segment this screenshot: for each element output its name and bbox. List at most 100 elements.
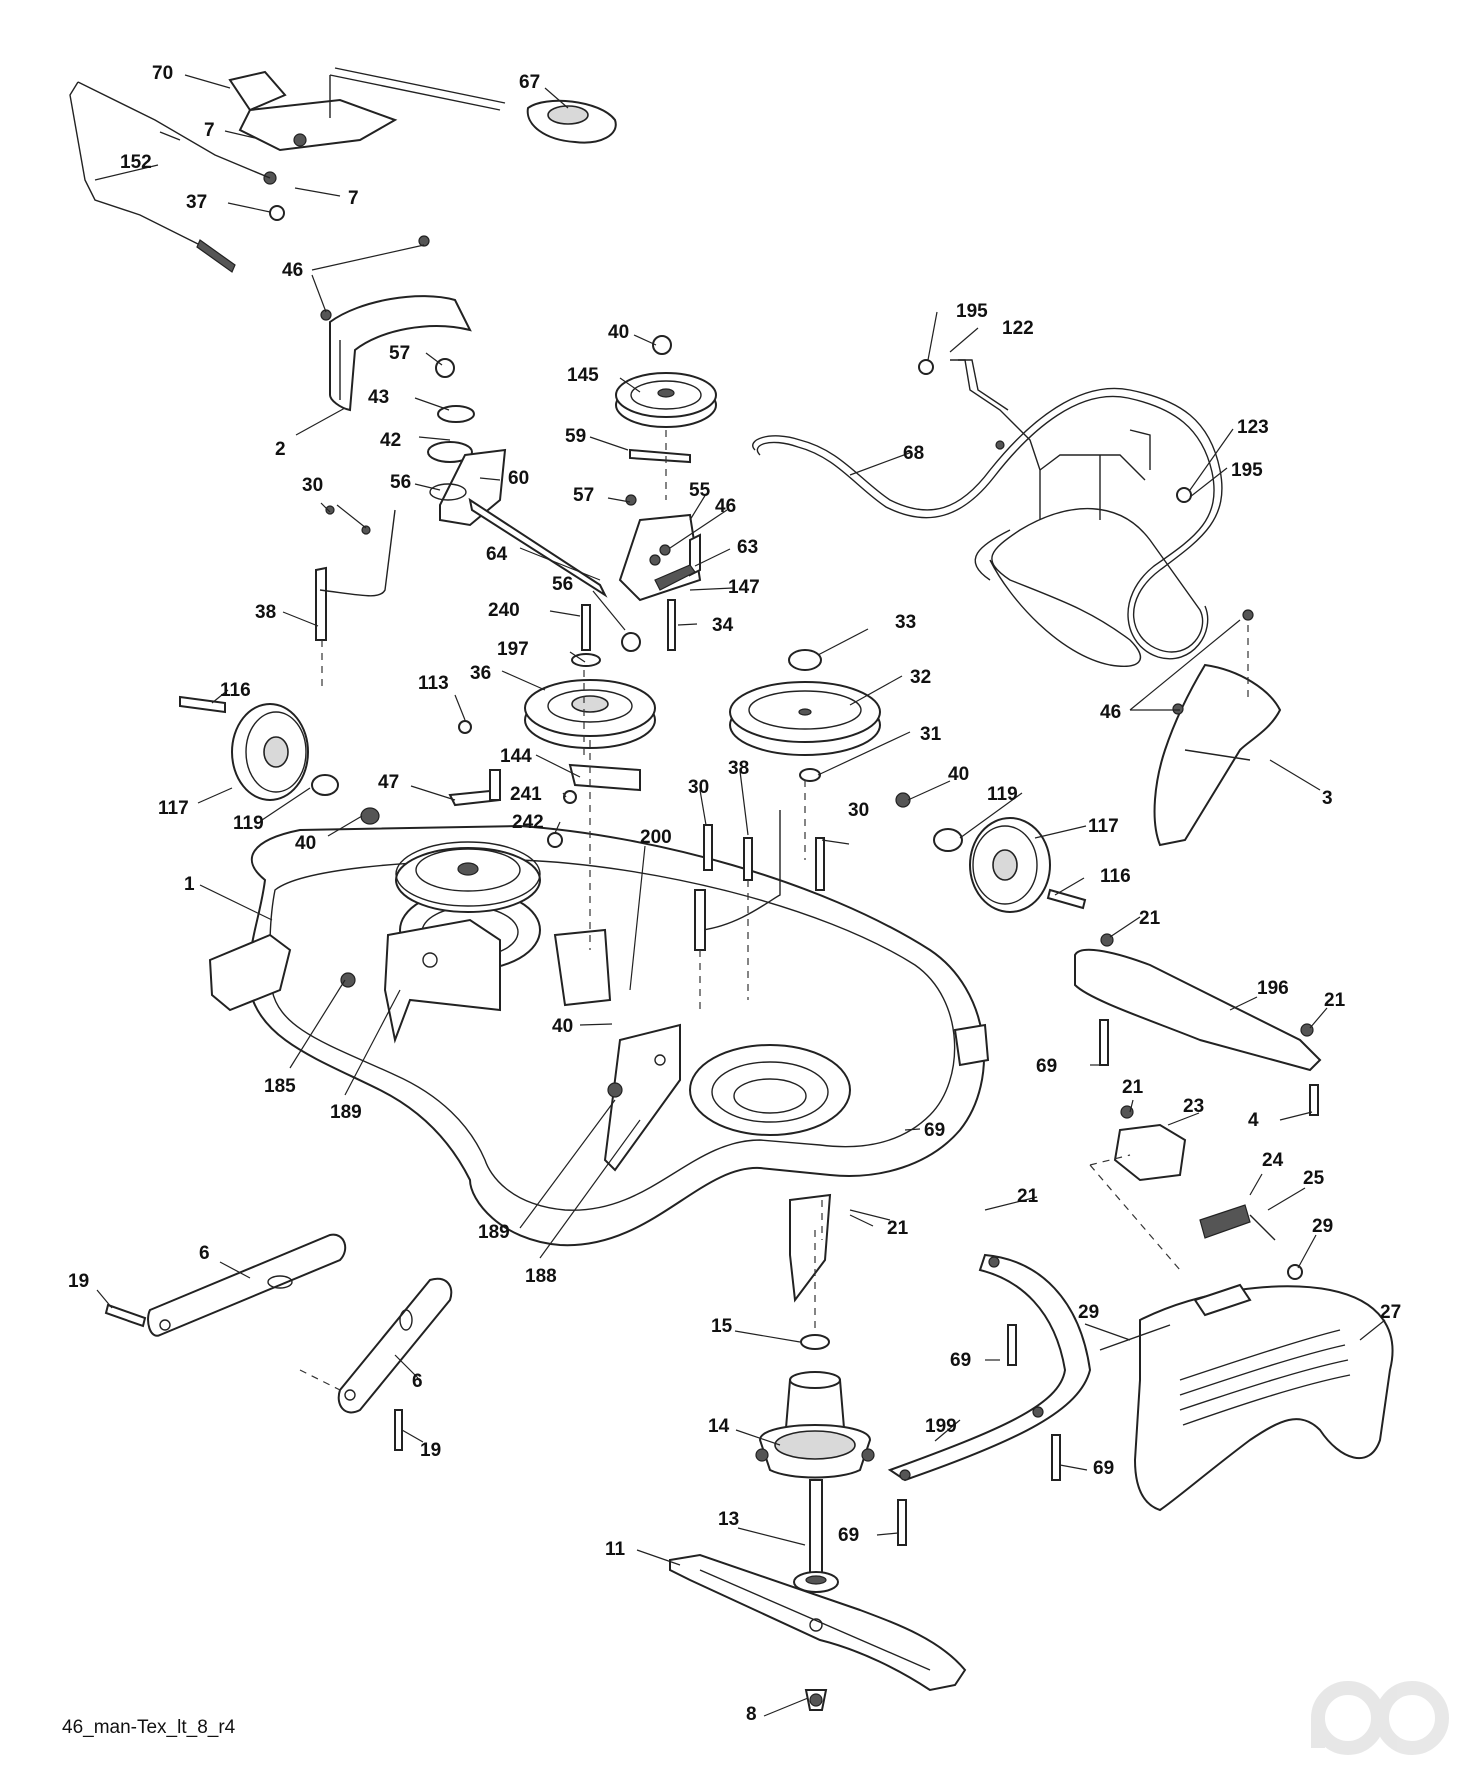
label-30-center: 30 (688, 777, 709, 798)
label-116-right: 116 (1100, 866, 1131, 887)
diagram-caption: 46_man-Tex_lt_8_r4 (62, 1717, 236, 1738)
label-7-bottom: 7 (348, 188, 359, 209)
label-2: 2 (275, 439, 286, 460)
label-189-center: 189 (478, 1222, 510, 1243)
label-33: 33 (895, 612, 916, 633)
wheel-117-left (179, 695, 380, 825)
label-43: 43 (368, 387, 389, 408)
spring-25 (1199, 1204, 1303, 1280)
spindle-14 (755, 1334, 875, 1479)
belt-guard-2 (320, 235, 472, 412)
pulley-36 (524, 653, 656, 749)
label-19-left: 19 (68, 1271, 89, 1292)
pulley-145 (615, 335, 717, 428)
label-46-right: 46 (1100, 702, 1121, 723)
bolt-30-c (815, 837, 825, 891)
label-25: 25 (1303, 1168, 1325, 1189)
idler-arm-55 (618, 494, 702, 652)
label-123: 123 (1237, 417, 1269, 438)
label-40-deck: 40 (552, 1016, 573, 1037)
label-188: 188 (525, 1266, 557, 1287)
bracket-144 (568, 763, 641, 792)
label-6-right: 6 (412, 1371, 423, 1392)
bumper-199 (887, 1253, 1092, 1546)
label-7-top: 7 (204, 120, 215, 141)
bracket-38-right (694, 810, 781, 1010)
pulley-32 (729, 649, 881, 782)
cable-152 (69, 81, 271, 273)
label-21-deck-front: 21 (887, 1218, 909, 1239)
assembly-centerlines (583, 430, 1249, 1330)
label-21-top: 21 (1139, 908, 1161, 929)
leader-lines (94, 74, 1386, 1717)
bracket-38-left (315, 505, 396, 690)
label-185: 185 (264, 1076, 296, 1097)
bracket-6-left (104, 1233, 347, 1337)
label-19-right: 19 (420, 1440, 441, 1461)
label-14: 14 (708, 1416, 730, 1437)
bolt-34 (667, 599, 676, 651)
label-34: 34 (712, 615, 734, 636)
label-63: 63 (737, 537, 758, 558)
label-24: 24 (1262, 1150, 1284, 1171)
label-36: 36 (470, 663, 491, 684)
label-69-spindle: 69 (838, 1525, 859, 1546)
label-30-left: 30 (302, 475, 323, 496)
label-23: 23 (1183, 1096, 1204, 1117)
label-47: 47 (378, 772, 399, 793)
label-116-left: 116 (220, 680, 251, 701)
label-32: 32 (910, 667, 931, 688)
label-21-bracket: 21 (1122, 1077, 1144, 1098)
label-15: 15 (711, 1316, 733, 1337)
label-70: 70 (152, 63, 173, 84)
label-67: 67 (519, 72, 540, 93)
label-68: 68 (903, 443, 924, 464)
label-117-left: 117 (158, 798, 189, 819)
bolt-59 (629, 448, 691, 464)
label-189-left: 189 (330, 1102, 362, 1123)
label-40-left: 40 (295, 833, 316, 854)
discharge-chute-27 (1099, 1283, 1394, 1512)
label-38-left: 38 (255, 602, 276, 623)
label-21-deck-right: 21 (1017, 1186, 1039, 1207)
label-200: 200 (640, 827, 672, 848)
bracket-6-right (299, 1277, 453, 1451)
label-3: 3 (1322, 788, 1333, 809)
belt-guard-3 (1153, 609, 1282, 847)
label-56-left: 56 (390, 472, 411, 493)
nut-113 (458, 720, 472, 734)
label-69-deck: 69 (924, 1120, 945, 1141)
label-40-right: 40 (948, 764, 969, 785)
rod-122-123 (918, 359, 1192, 520)
label-64: 64 (486, 544, 508, 565)
label-152: 152 (120, 152, 152, 173)
label-42: 42 (380, 430, 401, 451)
label-55: 55 (689, 480, 711, 501)
label-40-top: 40 (608, 322, 629, 343)
label-8: 8 (746, 1704, 757, 1725)
bracket-196 (1074, 933, 1322, 1116)
label-119-right: 119 (987, 784, 1018, 805)
label-59: 59 (565, 426, 586, 447)
nut-242 (547, 832, 563, 848)
nut-241 (563, 790, 577, 804)
label-13: 13 (718, 1509, 739, 1530)
label-29-center: 29 (1078, 1302, 1099, 1323)
label-144: 144 (500, 746, 532, 767)
idler-bracket-60 (427, 358, 608, 598)
label-145: 145 (567, 365, 599, 386)
label-147: 147 (728, 577, 760, 598)
watermark-logo (1311, 1681, 1449, 1755)
label-29-right: 29 (1312, 1216, 1333, 1237)
label-1: 1 (184, 874, 195, 895)
label-37: 37 (186, 192, 207, 213)
bolt-30-a (703, 824, 713, 871)
label-196: 196 (1257, 978, 1289, 999)
label-57-left: 57 (389, 343, 410, 364)
label-122: 122 (1002, 318, 1034, 339)
label-21-right: 21 (1324, 990, 1346, 1011)
label-60: 60 (508, 468, 529, 489)
label-6-left: 6 (199, 1243, 210, 1264)
label-27: 27 (1380, 1302, 1401, 1323)
